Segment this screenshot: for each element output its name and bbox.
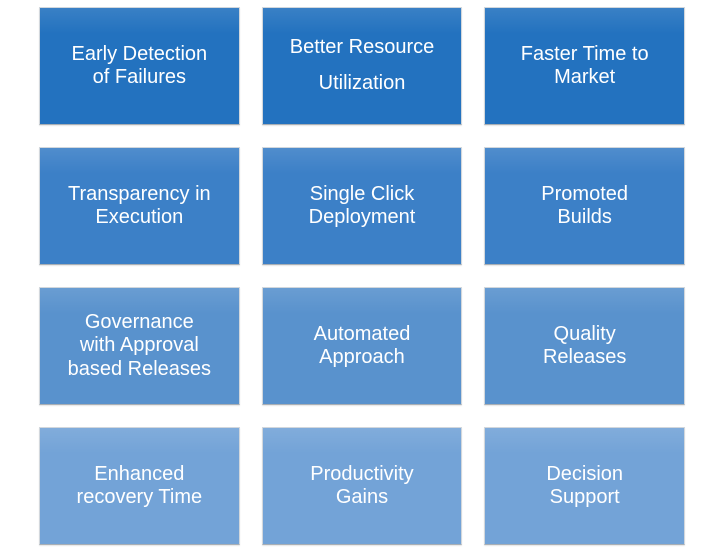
- benefit-tile-enhanced-recovery-time: Enhanced recovery Time: [39, 427, 240, 545]
- benefit-tile-decision-support: Decision Support: [484, 427, 685, 545]
- benefit-tile-promoted-builds: Promoted Builds: [484, 147, 685, 265]
- benefit-tile-governance-with-approval-based-releases: Governance with Approval based Releases: [39, 287, 240, 405]
- benefit-tile-faster-time-to-market: Faster Time to Market: [484, 7, 685, 125]
- benefit-tile-better-resource-utilization: Better Resource Utilization: [261, 7, 463, 125]
- benefit-tile-productivity-gains: Productivity Gains: [261, 427, 463, 545]
- benefit-tile-transparency-in-execution: Transparency in Execution: [39, 147, 240, 265]
- benefit-tile-automated-approach: Automated Approach: [261, 287, 463, 405]
- benefit-tile-single-click-deployment: Single Click Deployment: [261, 147, 463, 265]
- benefit-tile-early-detection-of-failures: Early Detection of Failures: [39, 7, 240, 125]
- benefit-tile-quality-releases: Quality Releases: [484, 287, 685, 405]
